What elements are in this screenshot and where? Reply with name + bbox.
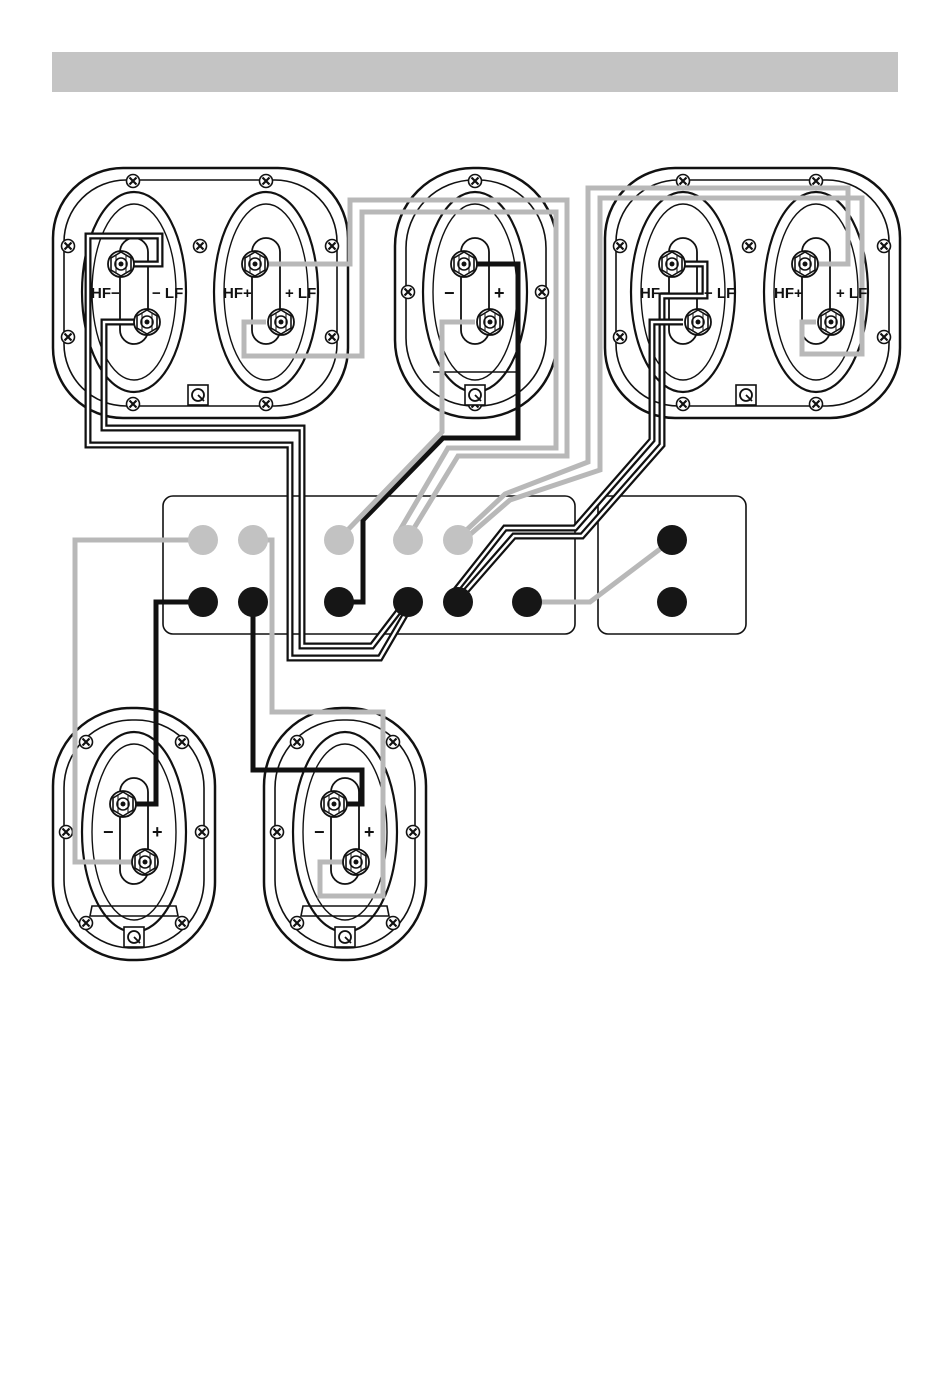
logo-group: [124, 385, 756, 947]
binding-post-icon[interactable]: [477, 309, 503, 335]
binding-post-icon[interactable]: [818, 309, 844, 335]
brand-logo-icon: [188, 385, 208, 405]
terminal-grey-5[interactable]: [443, 525, 473, 555]
binding-post-icon[interactable]: [108, 251, 134, 277]
screw-icon: [810, 398, 823, 411]
screw-icon: [878, 331, 891, 344]
terminal-grey-4[interactable]: [393, 525, 423, 555]
label-fr-lf-plus: + LF: [836, 285, 867, 302]
screw-icon: [62, 240, 75, 253]
brand-logo-icon: [736, 385, 756, 405]
label-fl-lf-plus: + LF: [285, 285, 316, 302]
screw-icon: [878, 240, 891, 253]
binding-post-icon[interactable]: [132, 849, 158, 875]
label-rl-minus: −: [103, 822, 114, 842]
binding-post-icon[interactable]: [792, 251, 818, 277]
screw-icon: [614, 240, 627, 253]
binding-post-icon[interactable]: [242, 251, 268, 277]
screw-icon: [80, 917, 93, 930]
terminal-black-1[interactable]: [188, 587, 218, 617]
screw-icon: [291, 917, 304, 930]
screw-icon: [536, 286, 549, 299]
label-fr-lf-minus: − LF: [704, 285, 735, 302]
screw-icon: [194, 240, 207, 253]
terminal-black-3[interactable]: [324, 587, 354, 617]
brand-logo-icon: [335, 927, 355, 947]
screw-icon: [387, 736, 400, 749]
screw-icon: [80, 736, 93, 749]
screw-icon: [614, 331, 627, 344]
terminal-black-6[interactable]: [512, 587, 542, 617]
screw-icon: [291, 736, 304, 749]
terminal-black-5[interactable]: [443, 587, 473, 617]
label-fl-hf-minus: HF−: [91, 285, 120, 302]
label-center-plus: +: [494, 283, 505, 303]
screw-icon: [271, 826, 284, 839]
brand-logo-icon: [124, 927, 144, 947]
screw-icon: [326, 240, 339, 253]
screw-icon: [387, 917, 400, 930]
screw-icon: [127, 398, 140, 411]
binding-post-icon[interactable]: [685, 309, 711, 335]
label-rr-plus: +: [364, 822, 375, 842]
screw-icon: [326, 331, 339, 344]
screw-icon: [60, 826, 73, 839]
binding-post-icon[interactable]: [451, 251, 477, 277]
terminal-grey-2[interactable]: [238, 525, 268, 555]
terminal-aux-1[interactable]: [657, 525, 687, 555]
screw-icon: [743, 240, 756, 253]
label-fl-hf-plus: HF+: [223, 285, 252, 302]
screw-icon: [260, 398, 273, 411]
binding-post-icon[interactable]: [134, 309, 160, 335]
label-fr-hf-plus: HF+: [774, 285, 803, 302]
label-rl-plus: +: [152, 822, 163, 842]
screw-icon: [127, 175, 140, 188]
screw-icon: [407, 826, 420, 839]
screw-icon: [176, 917, 189, 930]
binding-post-icon[interactable]: [110, 791, 136, 817]
screw-icon: [677, 398, 690, 411]
binding-post-icon[interactable]: [321, 791, 347, 817]
label-fr-hf-minus: HF−: [640, 285, 669, 302]
screw-icon: [176, 736, 189, 749]
binding-post-icon[interactable]: [343, 849, 369, 875]
label-center-minus: −: [444, 283, 455, 303]
screw-icon: [469, 175, 482, 188]
label-rr-minus: −: [314, 822, 325, 842]
terminal-aux-2[interactable]: [657, 587, 687, 617]
screw-icon: [402, 286, 415, 299]
terminal-grey-3[interactable]: [324, 525, 354, 555]
terminal-grey-1[interactable]: [188, 525, 218, 555]
brand-logo-icon: [465, 385, 485, 405]
terminal-black-4[interactable]: [393, 587, 423, 617]
screw-icon: [260, 175, 273, 188]
label-fl-lf-minus: − LF: [152, 285, 183, 302]
terminal-black-2[interactable]: [238, 587, 268, 617]
speaker-center: [395, 168, 557, 418]
speaker-rear-right: [264, 708, 426, 960]
binding-post-icon[interactable]: [659, 251, 685, 277]
screw-icon: [196, 826, 209, 839]
screw-icon: [62, 331, 75, 344]
binding-post-icon[interactable]: [268, 309, 294, 335]
